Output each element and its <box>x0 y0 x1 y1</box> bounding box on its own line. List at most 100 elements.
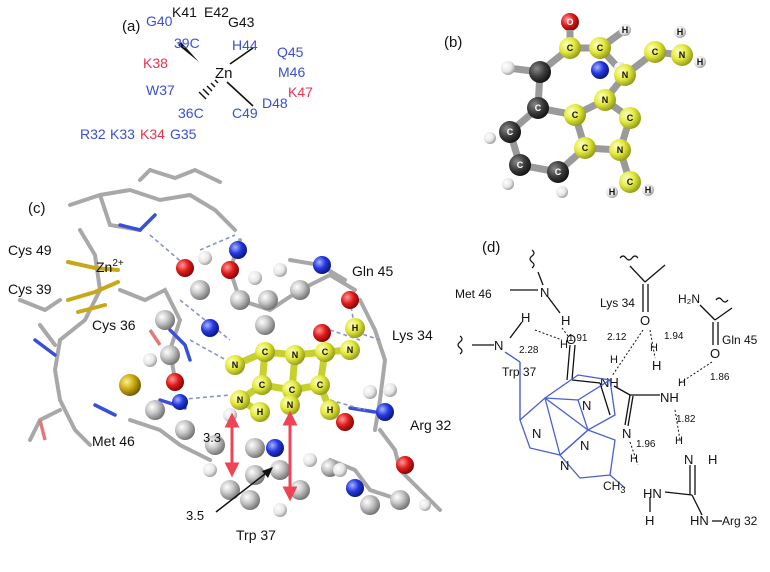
pointer-arrow <box>215 469 271 513</box>
svg-text:HN: HN <box>690 513 709 528</box>
res-39C: 39C <box>174 35 200 51</box>
res-R32: R32 <box>80 126 106 142</box>
label-met46: Met 46 <box>92 433 135 449</box>
zn-center: Zn <box>215 65 233 82</box>
svg-text:N: N <box>679 50 686 60</box>
d-h2n: H₂N <box>678 292 700 306</box>
svg-text:N: N <box>232 360 239 370</box>
res-36C: 36C <box>178 105 204 121</box>
res-K38: K38 <box>143 55 168 71</box>
d-dist-5: 1.86 <box>710 372 730 383</box>
svg-text:HN: HN <box>643 486 662 501</box>
svg-text:N: N <box>582 398 591 413</box>
res-K33: K33 <box>110 126 135 142</box>
molecule-b-letters: O C C H N C N H H N C C C C C C C N C H … <box>507 17 704 197</box>
svg-text:H: H <box>678 377 686 389</box>
res-Q45: Q45 <box>277 44 304 60</box>
panel-c-label: (c) <box>28 200 46 217</box>
svg-text:H: H <box>560 339 568 351</box>
label-cys36: Cys 36 <box>92 317 136 333</box>
d-arg32-label: Arg 32 <box>722 514 758 528</box>
label-arg32: Arg 32 <box>410 417 451 433</box>
res-D48: D48 <box>262 95 288 111</box>
d-ligand-core <box>566 344 660 427</box>
svg-text:O: O <box>566 17 573 27</box>
d-gln45: Gln 45 <box>722 333 758 347</box>
svg-text:N: N <box>622 426 631 441</box>
svg-text:H: H <box>352 323 359 333</box>
molecule-b-atoms <box>484 13 706 198</box>
panel-b: (b) <box>444 13 706 198</box>
svg-text:C: C <box>572 110 579 120</box>
bond-h44 <box>229 47 254 65</box>
res-K34: K34 <box>140 126 165 142</box>
svg-text:H: H <box>630 453 638 465</box>
distance-3-3: 3.3 <box>203 430 221 445</box>
wedge-bond <box>178 42 199 62</box>
res-M46: M46 <box>278 64 305 80</box>
d-trp37: Trp 37 <box>502 365 537 379</box>
svg-text:C: C <box>322 347 329 357</box>
panel-c: (c) <box>8 167 451 543</box>
svg-text:H: H <box>645 513 654 528</box>
svg-text:H: H <box>650 342 658 354</box>
panel-d-label: (d) <box>482 239 500 256</box>
svg-text:H: H <box>521 310 530 325</box>
svg-text:NH: NH <box>660 390 679 405</box>
svg-text:C: C <box>259 380 266 390</box>
svg-text:H: H <box>257 407 264 417</box>
distance-arrows <box>224 410 298 502</box>
d-dist-4: 2.28 <box>519 345 539 356</box>
d-dist-3: 1.94 <box>664 331 684 342</box>
svg-text:C: C <box>582 143 589 153</box>
svg-text:N: N <box>617 145 624 155</box>
svg-text:C: C <box>627 177 634 187</box>
protein-atoms <box>119 241 431 517</box>
svg-text:C: C <box>289 385 296 395</box>
svg-text:N: N <box>532 426 541 441</box>
svg-text:C: C <box>517 160 524 170</box>
bond-c49 <box>226 81 254 107</box>
label-trp37: Trp 37 <box>236 527 276 543</box>
svg-text:H: H <box>708 452 717 467</box>
svg-text:H: H <box>561 313 570 328</box>
svg-text:N: N <box>602 95 609 105</box>
svg-text:H: H <box>622 25 629 35</box>
distance-3-5: 3.5 <box>186 508 204 523</box>
zn-label: Zn2+ <box>96 258 124 275</box>
res-K41: K41 <box>172 4 197 20</box>
panel-d: (d) Met 46 N H Lys 34 O H₂N O Gln 45 N <box>455 239 758 528</box>
svg-text:H: H <box>610 354 618 366</box>
svg-text:N: N <box>580 438 589 453</box>
svg-text:C: C <box>555 167 562 177</box>
d-dist-1: 1.91 <box>568 333 588 344</box>
svg-text:H: H <box>675 435 683 447</box>
d-dist-6: 1.82 <box>676 414 696 425</box>
svg-text:N: N <box>494 338 503 353</box>
svg-text:C: C <box>597 43 604 53</box>
ligand-atoms <box>225 318 365 422</box>
svg-text:C: C <box>535 103 542 113</box>
svg-text:C: C <box>507 127 514 137</box>
svg-text:O: O <box>710 346 720 361</box>
svg-text:O: O <box>640 313 650 328</box>
d-arg32 <box>649 465 703 516</box>
res-W37: W37 <box>146 82 175 98</box>
panel-a: (a) Zn G40 K41 E42 G43 39C H44 Q45 K38 M… <box>80 4 313 142</box>
svg-text:N: N <box>540 285 549 300</box>
res-E42: E42 <box>204 4 229 20</box>
svg-text:C: C <box>317 380 324 390</box>
wavy-stubs <box>457 249 729 355</box>
cys-sulfur-bonds <box>66 260 120 314</box>
svg-text:C: C <box>262 347 269 357</box>
label-gln45: Gln 45 <box>352 263 393 279</box>
panel-a-label: (a) <box>122 18 140 35</box>
svg-text:C: C <box>652 47 659 57</box>
svg-text:N: N <box>237 395 244 405</box>
res-G40: G40 <box>146 13 173 29</box>
svg-text:N: N <box>292 350 299 360</box>
label-cys39: Cys 39 <box>8 281 52 297</box>
svg-text:O: O <box>566 332 576 347</box>
svg-text:H: H <box>609 187 616 197</box>
